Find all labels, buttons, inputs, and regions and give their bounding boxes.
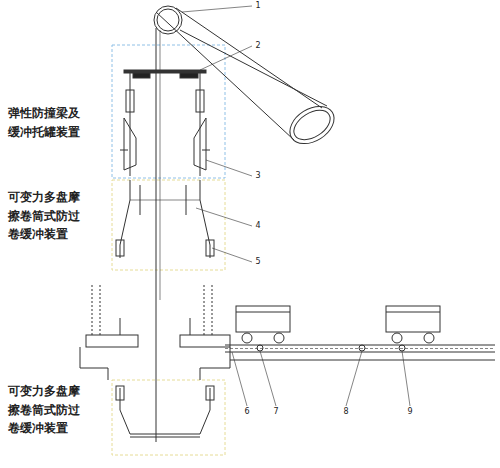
- mine-car: [399, 345, 405, 351]
- shaft-landing: [80, 347, 108, 380]
- sheave-and-drum: [283, 99, 341, 152]
- mine-car: [257, 345, 263, 351]
- sheave-and-drum: [154, 6, 341, 151]
- mine-car: [242, 333, 252, 343]
- shaft-landing: [225, 352, 495, 353]
- friction-buffer-upper: [186, 185, 187, 215]
- sheave-and-drum: [154, 6, 182, 34]
- friction-buffer-upper: [116, 180, 214, 258]
- mine-car: [359, 345, 365, 351]
- hoist-rope: [156, 28, 157, 442]
- callout-number: 8: [342, 408, 349, 416]
- shaft-landing: [190, 318, 191, 335]
- leader-line: [200, 46, 252, 70]
- anti-collision-beam: [194, 118, 206, 170]
- friction-buffer-lower: [116, 386, 124, 400]
- shaft-landing: [204, 285, 205, 335]
- region-frame: [112, 380, 225, 455]
- shaft-landing: [180, 335, 230, 347]
- sheave-and-drum: [289, 104, 336, 146]
- sheave-and-drum: [156, 12, 294, 140]
- mine-car: [386, 306, 440, 332]
- leader-line: [182, 6, 410, 406]
- mine-car: [236, 306, 440, 351]
- mine-car: [392, 333, 402, 343]
- region-frame: [112, 45, 225, 178]
- mine-car: [274, 333, 284, 343]
- leader-line: [182, 6, 252, 12]
- callout-number: 4: [254, 222, 261, 230]
- friction-buffer-upper: [200, 180, 201, 200]
- leader-line: [346, 351, 362, 406]
- device-label: 弹性防撞梁及缓冲托罐装置: [8, 104, 81, 141]
- callout-number: 1: [254, 2, 261, 10]
- leader-line: [232, 352, 247, 406]
- callout-number: 9: [406, 408, 413, 416]
- leader-line: [196, 208, 252, 226]
- sheave-and-drum: [176, 8, 322, 108]
- friction-buffer-upper: [116, 240, 124, 256]
- friction-buffer-upper: [200, 200, 210, 258]
- anti-collision-beam: [126, 90, 134, 112]
- mine-car: [236, 306, 290, 332]
- device-label: 可变力多盘摩擦卷筒式防过卷缓冲装置: [8, 382, 81, 438]
- friction-buffer-lower: [120, 388, 210, 434]
- device-label: 可变力多盘摩擦卷筒式防过卷缓冲装置: [8, 188, 81, 244]
- anti-collision-beam: [120, 70, 210, 176]
- anti-collision-beam: [130, 73, 131, 176]
- sheave-and-drum: [157, 9, 179, 31]
- anti-collision-beam: [180, 73, 198, 78]
- shaft-landing: [212, 285, 213, 335]
- friction-buffer-lower: [116, 386, 214, 437]
- friction-buffer-upper: [130, 180, 131, 200]
- anti-collision-beam: [202, 150, 210, 151]
- friction-buffer-upper: [120, 200, 130, 258]
- shaft-landing: [100, 285, 101, 335]
- friction-buffer-lower: [130, 437, 200, 438]
- mine-car: [386, 312, 440, 313]
- anti-collision-beam: [124, 118, 136, 170]
- hoist-rope: [156, 28, 160, 442]
- shaft-landing: [225, 348, 495, 349]
- callout-number: 6: [243, 408, 250, 416]
- mine-car: [236, 312, 290, 313]
- anti-collision-beam: [200, 73, 201, 176]
- anti-collision-beam: [120, 150, 128, 151]
- callout-number: 5: [254, 258, 261, 266]
- region-frame: [112, 180, 225, 270]
- callout-number: 3: [254, 172, 261, 180]
- anti-collision-beam: [196, 90, 204, 112]
- leader-line: [260, 351, 276, 406]
- shaft-landing: [230, 360, 495, 361]
- shaft-landing: [92, 285, 93, 335]
- friction-buffer-lower: [206, 386, 214, 400]
- leader-line: [212, 248, 252, 262]
- friction-buffer-upper: [140, 185, 141, 215]
- mine-car: [424, 333, 434, 343]
- region-frame: [112, 45, 225, 455]
- shaft-landing: [120, 318, 121, 335]
- anti-collision-beam: [133, 73, 150, 78]
- callout-number: 7: [272, 408, 279, 416]
- leader-line: [206, 160, 252, 176]
- shaft-landing: [86, 335, 138, 347]
- callout-number: 2: [254, 42, 261, 50]
- sheave-and-drum: [180, 30, 327, 106]
- shaft-landing: [80, 285, 495, 380]
- leader-line: [402, 351, 410, 406]
